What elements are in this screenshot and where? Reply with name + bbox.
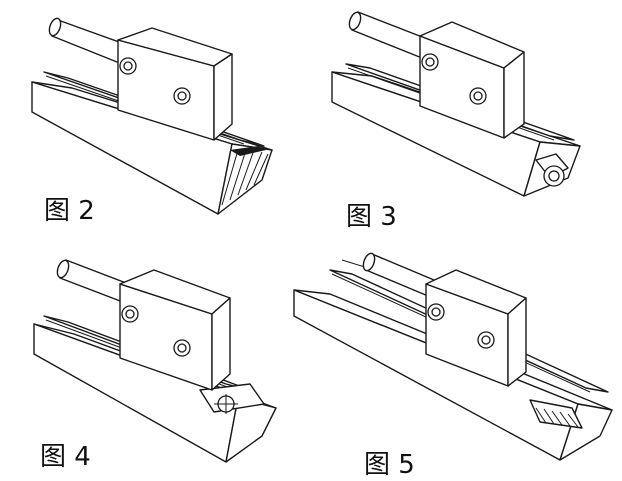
figure-2-illustration (31, 17, 273, 215)
striped-end (529, 399, 583, 429)
block-side (213, 53, 233, 141)
end-target-plate (199, 383, 265, 414)
figure-3-illustration (331, 11, 581, 197)
block-side (503, 51, 525, 139)
figure-4-caption: 图 4 (40, 442, 91, 472)
figure-2-caption: 图 2 (44, 196, 95, 226)
block-side (211, 297, 231, 391)
block-side (507, 297, 527, 387)
shaft (348, 11, 431, 59)
figure-3-caption: 图 3 (346, 202, 397, 232)
end-plug (535, 153, 569, 187)
figure-5-caption: 图 5 (364, 450, 415, 480)
figure-5-illustration (293, 252, 613, 461)
rail-end-mark (230, 146, 266, 156)
hatched-end (221, 149, 269, 206)
figure-4-illustration (33, 259, 277, 463)
base-end-face (559, 403, 613, 461)
